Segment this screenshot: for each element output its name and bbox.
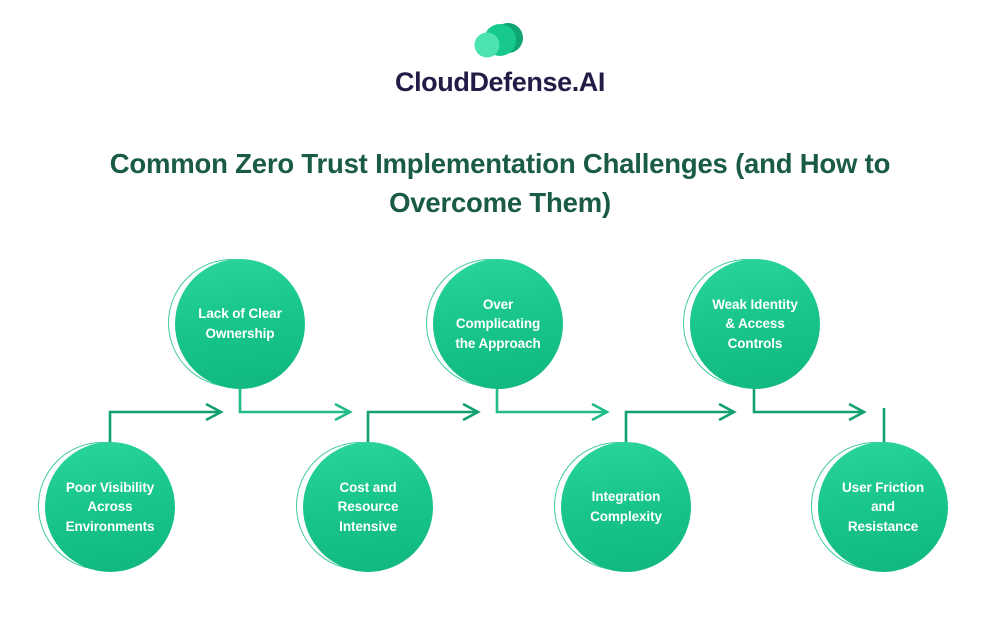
- node-disc: [561, 442, 691, 572]
- node-lack-of-ownership[interactable]: Lack of Clear Ownership: [168, 259, 305, 389]
- logo-wordmark: CloudDefense.AI: [394, 67, 606, 97]
- node-poor-visibility[interactable]: Poor Visibility Across Environments: [38, 442, 175, 572]
- connector-3: [366, 410, 475, 448]
- node-cost-resource[interactable]: Cost and Resource Intensive: [296, 442, 433, 572]
- arrowhead-1: [205, 402, 224, 422]
- node-user-friction[interactable]: User Friction and Resistance: [811, 442, 948, 572]
- node-label: User Friction and Resistance: [842, 479, 924, 534]
- arrowhead-6: [848, 402, 867, 422]
- node-disc: [818, 442, 948, 572]
- arrowhead-3: [462, 402, 481, 422]
- node-label: Cost and Resource Intensive: [337, 479, 399, 534]
- node-disc: [433, 259, 563, 389]
- node-disc: [303, 442, 433, 572]
- arrowhead-4: [591, 402, 610, 422]
- node-label: Integration Complexity: [590, 489, 662, 524]
- brand-logo: CloudDefense.AI: [0, 18, 1000, 98]
- node-over-complicating[interactable]: Over Complicating the Approach: [426, 259, 563, 389]
- node-label: Lack of Clear Ownership: [198, 306, 282, 341]
- node-disc: [45, 442, 175, 572]
- connector-1: [108, 410, 218, 448]
- connector-5: [624, 410, 731, 448]
- connector-4: [495, 386, 604, 414]
- node-label: Poor Visibility Across Environments: [65, 479, 155, 534]
- node-weak-identity[interactable]: Weak Identity & Access Controls: [683, 259, 820, 389]
- node-label: Over Complicating the Approach: [455, 296, 541, 351]
- node-label: Weak Identity & Access Controls: [712, 296, 798, 351]
- node-disc: [175, 259, 305, 389]
- page-title: Common Zero Trust Implementation Challen…: [109, 148, 891, 219]
- arrowhead-2: [334, 402, 353, 422]
- arrowhead-5: [718, 402, 737, 422]
- node-disc: [690, 259, 820, 389]
- cloud-logo-icon: [474, 23, 523, 58]
- node-integration-complexity[interactable]: Integration Complexity: [554, 442, 691, 572]
- connector-2: [238, 386, 347, 414]
- connector-6: [752, 386, 861, 414]
